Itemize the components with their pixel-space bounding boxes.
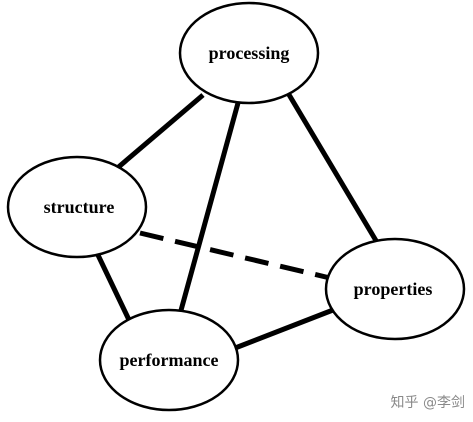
- watermark: 知乎 @李剑: [390, 395, 465, 411]
- edge-performance-properties: [229, 307, 334, 353]
- edge-structure-properties-dashed: [139, 230, 331, 281]
- node-structure-label: structure: [44, 197, 115, 217]
- node-processing-label: processing: [209, 43, 290, 63]
- node-performance-label: performance: [120, 350, 219, 370]
- node-processing: processing: [178, 1, 320, 105]
- node-properties: properties: [324, 237, 466, 341]
- edge-processing-performance: [177, 102, 241, 315]
- node-structure: structure: [6, 155, 148, 259]
- node-performance: performance: [98, 308, 240, 412]
- node-properties-label: properties: [354, 279, 433, 299]
- edge-processing-properties: [285, 91, 381, 246]
- edge-processing-structure: [113, 93, 205, 172]
- edge-structure-performance: [95, 253, 133, 324]
